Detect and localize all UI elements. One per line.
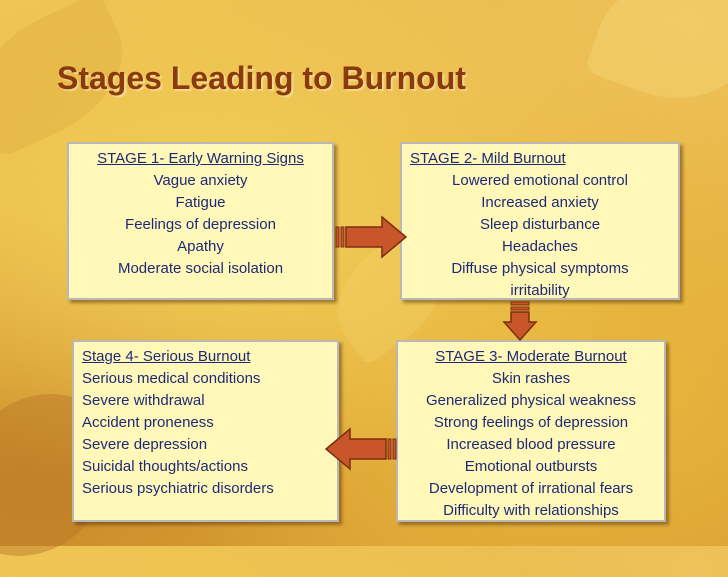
list-item: Serious medical conditions — [82, 370, 261, 387]
list-item: Diffuse physical symptoms — [451, 260, 629, 277]
list-item: Severe withdrawal — [82, 392, 205, 409]
list-item: Development of irrational fears — [428, 480, 634, 497]
arrow-right-icon — [335, 215, 408, 259]
list-item: Difficulty with relationships — [443, 502, 619, 519]
stage-3-box: STAGE 3- Moderate Burnout Skin rashes Ge… — [396, 340, 666, 522]
list-item: Increased anxiety — [481, 194, 599, 211]
stage-2-heading: STAGE 2- Mild Burnout — [410, 150, 566, 167]
list-item: Emotional outbursts — [464, 458, 598, 475]
list-item: Apathy — [177, 238, 224, 255]
list-item: Skin rashes — [491, 370, 571, 387]
page-title: Stages Leading to Burnout — [57, 60, 466, 96]
list-item: Headaches — [502, 238, 578, 255]
stage-2-box: STAGE 2- Mild Burnout Lowered emotional … — [400, 142, 680, 300]
list-item: Severe depression — [82, 436, 208, 453]
list-item: Lowered emotional control — [452, 172, 628, 189]
list-item: Serious psychiatric disorders — [82, 480, 274, 497]
leaf-decoration — [584, 0, 728, 123]
list-item: Moderate social isolation — [117, 260, 284, 277]
stage-4-heading: Stage 4- Serious Burnout — [82, 348, 251, 365]
list-item: Strong feelings of depression — [433, 414, 629, 431]
stage-3-heading: STAGE 3- Moderate Burnout — [435, 348, 627, 365]
list-item: Sleep disturbance — [479, 216, 601, 233]
list-item: irritability — [510, 282, 570, 299]
list-item: Suicidal thoughts/actions — [82, 458, 248, 475]
stage-1-box: STAGE 1- Early Warning Signs Vague anxie… — [67, 142, 334, 300]
list-item: Generalized physical weakness — [425, 392, 637, 409]
list-item: Increased blood pressure — [446, 436, 616, 453]
arrow-down-icon — [502, 301, 538, 342]
arrow-left-icon — [324, 427, 397, 471]
list-item: Vague anxiety — [153, 172, 248, 189]
list-item: Fatigue — [175, 194, 226, 211]
stage-4-box: Stage 4- Serious Burnout Serious medical… — [72, 340, 339, 522]
list-item: Feelings of depression — [125, 216, 276, 233]
stage-1-heading: STAGE 1- Early Warning Signs — [97, 150, 304, 167]
list-item: Accident proneness — [82, 414, 214, 431]
